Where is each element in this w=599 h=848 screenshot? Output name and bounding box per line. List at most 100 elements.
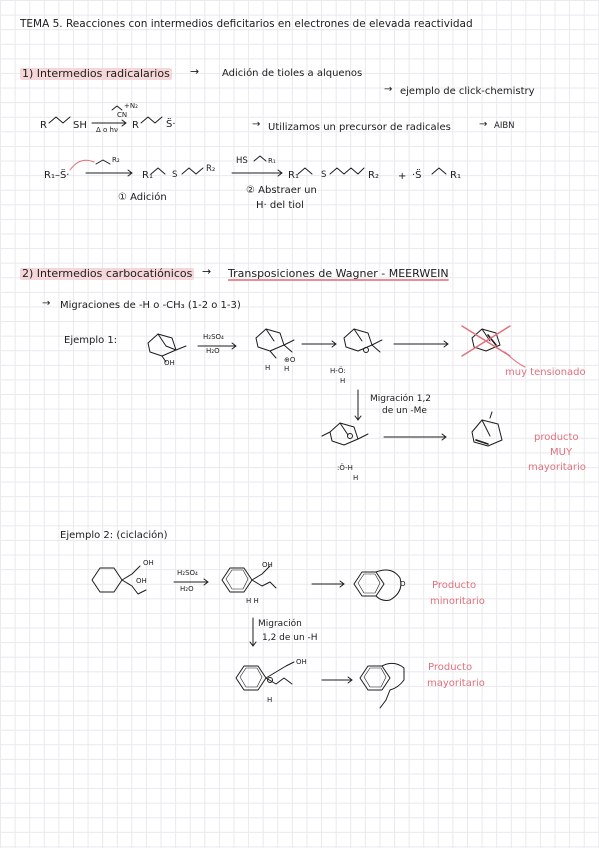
example1-h2o: H-Ö:: [330, 367, 346, 375]
ex1-cation-bicycle: [343, 328, 383, 353]
example1-h-b: H: [284, 365, 290, 373]
eq1-condition: Δ o hν: [96, 126, 118, 134]
page-title: TEMA 5. Reacciones con intermedios defic…: [20, 18, 473, 30]
ex1-migration-arrowhead: [354, 415, 362, 421]
aibn-arrow-2: →: [479, 119, 488, 130]
ex2-arrowhead-3: [347, 676, 353, 684]
eq1-reactant-r: R: [40, 120, 47, 131]
eq2-product2-r: R₁: [450, 170, 461, 181]
eq2-arrowhead: [127, 169, 133, 177]
ex2-arrowhead-1: [203, 578, 209, 586]
eq2-product-chain: [297, 167, 313, 175]
eq1-reactant-chain: [48, 116, 71, 124]
eq1-arrowhead: [121, 119, 127, 127]
section1-arrow: →: [190, 65, 200, 78]
eq2-step1: ① Adición: [118, 192, 167, 203]
example2-oh3: OH: [262, 561, 273, 569]
ex2-arrowhead-2: [339, 580, 345, 588]
eq2-product2: ·S̈: [412, 170, 422, 181]
ex1-arrowhead-1: [231, 342, 237, 350]
eq1-cn: CN: [117, 111, 128, 119]
example1-h2o2-h: H: [353, 474, 359, 482]
example1-product-line2: MUY: [550, 447, 573, 458]
example2-oh4: OH: [296, 658, 307, 666]
ex2-migration-arrowhead: [249, 641, 257, 647]
section1-subtitle: Adición de tioles a alquenos: [222, 68, 363, 79]
example1-h2o2: :Ö-H: [337, 464, 353, 472]
example2-label: Ejemplo 2: (ciclación): [60, 530, 168, 541]
eq2-intermediate-r2: R₂: [206, 164, 216, 174]
ex1-rearranged-cation: [321, 422, 369, 446]
ex1-arrowhead-4: [441, 433, 447, 441]
eq2-arrowhead-2: [277, 169, 283, 177]
example2-hh: H H: [246, 597, 259, 605]
eq2-reagent-hs: HS: [236, 156, 248, 166]
ex1-major-alkene: [471, 411, 503, 447]
example2-migration-line2: 1,2 de un -H: [262, 633, 318, 643]
eq2-curved-arrow: [69, 159, 95, 171]
aibn-label: AIBN: [494, 121, 515, 131]
ex1-strained-pointer: [504, 351, 526, 368]
ex1-reactant-bicycle: [147, 333, 187, 363]
eq2-alkene: [95, 159, 111, 165]
ex2-major-product: [359, 662, 405, 709]
strained-label: muy tensionado: [505, 367, 586, 378]
example2-reagent-top: H₂SO₄: [177, 569, 198, 577]
eq2-r1s: R₁–S̈·: [44, 170, 70, 181]
eq2-product-r2: R₂: [368, 170, 379, 181]
eq2-product-chain-2: [329, 167, 365, 175]
example1-reagent-bottom: H₂O: [206, 347, 220, 355]
example2-ring-o: O: [400, 580, 406, 588]
example2-minor-line1: Producto: [432, 580, 477, 591]
migrations-arrow: →: [42, 298, 51, 309]
eq2-intermediate-chain: [150, 167, 166, 175]
example2-minor-line2: minoritario: [430, 596, 485, 607]
eq2-reagent-r1: R₁: [268, 157, 276, 165]
eq1-product-chain: [140, 116, 163, 124]
ex2-minor-product: [353, 569, 402, 601]
eq2-product-s: S: [321, 170, 327, 180]
eq1-product-r: R: [132, 120, 139, 131]
example1-product-line1: producto: [534, 432, 579, 443]
eq1-n2: +N₂: [124, 102, 138, 110]
eq1-product-s: S̈·: [166, 119, 176, 130]
section2-heading: 2) Intermedios carbocatiónicos: [20, 267, 195, 281]
example1-oh: OH: [164, 359, 175, 367]
ex1-arrowhead-2: [331, 340, 337, 348]
ex1-protonated-bicycle: [255, 328, 295, 359]
ex2-rearranged-cation: [235, 661, 295, 691]
aibn-arrow: →: [252, 119, 261, 130]
section2-arrow: →: [202, 265, 212, 278]
eq2-product2-chain: [431, 167, 447, 175]
eq1-aibn-sketch: [111, 105, 123, 111]
eq2-alkene-r2: R₂: [112, 156, 120, 164]
eq2-step2-line1: ② Abstraer un: [246, 185, 317, 196]
eq2-intermediate-s: S: [172, 170, 178, 180]
eq2-step2-line2: H· del tiol: [256, 200, 304, 211]
example2-oh1: OH: [143, 559, 154, 567]
migrations-note: Migraciones de -H o -CH₃ (1-2 o 1-3): [60, 300, 241, 311]
eq2-intermediate-r1: R₁: [142, 170, 153, 181]
example2-reagent-bottom: H₂O: [180, 585, 194, 593]
example1-oplus: ⊕O: [284, 356, 296, 364]
example1-label: Ejemplo 1:: [64, 335, 118, 346]
eq2-reagent-chain: [253, 155, 267, 162]
ex2-intermediate: [221, 565, 277, 593]
example1-h2o-h: H: [340, 377, 346, 385]
example2-oh2: OH: [136, 577, 147, 585]
click-chemistry-note: ejemplo de click-chemistry: [400, 86, 535, 97]
example1-product-line3: mayoritario: [528, 462, 586, 473]
section1-heading: 1) Intermedios radicalarios: [20, 67, 172, 81]
aibn-note: Utilizamos un precursor de radicales: [268, 122, 451, 133]
click-arrow: →: [384, 84, 393, 95]
example1-reagent-top: H₂SO₄: [203, 333, 224, 341]
eq1-sh: SH: [73, 120, 87, 131]
section2-subtitle: Transposiciones de Wagner - MEERWEIN: [228, 267, 449, 280]
ex1-strained-alkene: [461, 325, 511, 357]
example2-major-line2: mayoritario: [427, 678, 485, 689]
example2-migration-line1: Migración: [258, 619, 302, 629]
ex1-arrowhead-3: [443, 340, 449, 348]
eq2-plus: +: [398, 171, 407, 182]
example1-h-a: H: [265, 364, 271, 372]
example1-migration-line2: de un -Me: [382, 406, 427, 416]
